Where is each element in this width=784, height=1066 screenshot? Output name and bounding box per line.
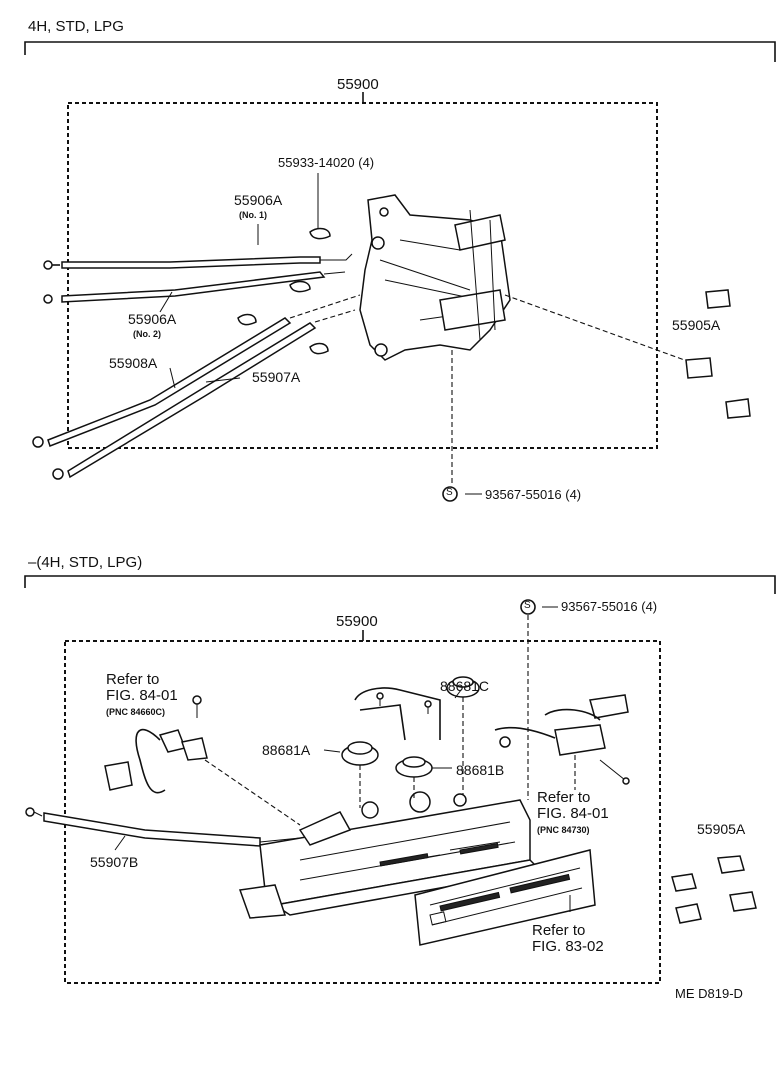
part-88681b-label: 88681B	[456, 762, 505, 778]
part-55907b-label: 55907B	[90, 854, 139, 870]
refer-84730-pnc: (PNC 84730)	[537, 825, 590, 835]
bottom-assembly-outline	[64, 630, 661, 984]
refer-84730-block: Refer to FIG. 84-01 (PNC 84730)	[537, 790, 609, 838]
screw-symbol-bottom	[520, 599, 536, 615]
part-88681c-label: 88681C	[440, 678, 490, 694]
part-55905a-top-label: 55905A	[672, 317, 721, 333]
refer-83-02-line2: FIG. 83-02	[532, 938, 604, 955]
refer-84730-line2: FIG. 84-01	[537, 805, 609, 822]
part-55906a-no1-label: 55906A	[234, 192, 283, 208]
part-55933-label: 55933-14020 (4)	[278, 155, 375, 170]
wire-connector-84660c	[104, 695, 301, 826]
part-55907a-label: 55907A	[252, 369, 301, 385]
refer-83-02-line1: Refer to	[532, 922, 586, 939]
screw-symbol-top	[442, 486, 458, 502]
part-93567-bottom-label: 93567-55016 (4)	[561, 599, 658, 614]
leader-55905a	[504, 294, 691, 363]
top-leaders	[159, 173, 482, 495]
bottom-section-bracket	[24, 575, 776, 594]
part-93567-top-label: 93567-55016 (4)	[485, 487, 582, 502]
part-55906a-no1-sub: (No. 1)	[239, 210, 267, 220]
refer-84660c-line2: FIG. 84-01	[106, 687, 178, 704]
top-section-bracket	[24, 41, 776, 62]
top-assembly-outline	[67, 92, 658, 449]
section-title-top: 4H, STD, LPG	[28, 18, 124, 35]
clip-55933-set	[237, 227, 331, 355]
bottom-leaders	[323, 689, 462, 769]
part-55908a-label: 55908A	[109, 355, 158, 371]
cable-55907b	[25, 807, 301, 851]
cable-55907a	[52, 309, 356, 480]
refer-84660c-pnc: (PNC 84660C)	[106, 707, 166, 717]
cable-55906a-no1	[43, 253, 353, 270]
figure-code: ME D819-D	[675, 986, 743, 1001]
assembly-number-bottom: 55900	[336, 613, 378, 630]
refer-84660c-block: Refer to FIG. 84-01 (PNC 84660C)	[106, 672, 178, 720]
wire-connector-84730	[494, 694, 630, 790]
actuator-88681-set	[341, 676, 480, 808]
refer-84730-line1: Refer to	[537, 789, 591, 806]
section-title-bottom: –(4H, STD, LPG)	[28, 554, 143, 571]
part-55906a-no2-label: 55906A	[128, 311, 177, 327]
cable-55908a	[32, 294, 361, 448]
knob-55905a-top	[685, 289, 751, 419]
control-unit-body	[238, 791, 542, 919]
control-mechanism-top	[359, 194, 511, 361]
part-55905a-bottom-label: 55905A	[697, 821, 746, 837]
screw-symbol-bottom-letter: S	[524, 600, 531, 611]
screw-symbol-top-letter: S	[446, 487, 453, 498]
refer-83-02-block: Refer to FIG. 83-02	[532, 923, 604, 955]
refer-84660c-line1: Refer to	[106, 671, 160, 688]
control-panel-face	[414, 849, 596, 946]
knob-55905a-bottom	[671, 855, 757, 924]
assembly-number-top: 55900	[337, 76, 379, 93]
part-88681a-label: 88681A	[262, 742, 311, 758]
part-55906a-no2-sub: (No. 2)	[133, 329, 161, 339]
cable-55906a-no2	[43, 271, 346, 304]
